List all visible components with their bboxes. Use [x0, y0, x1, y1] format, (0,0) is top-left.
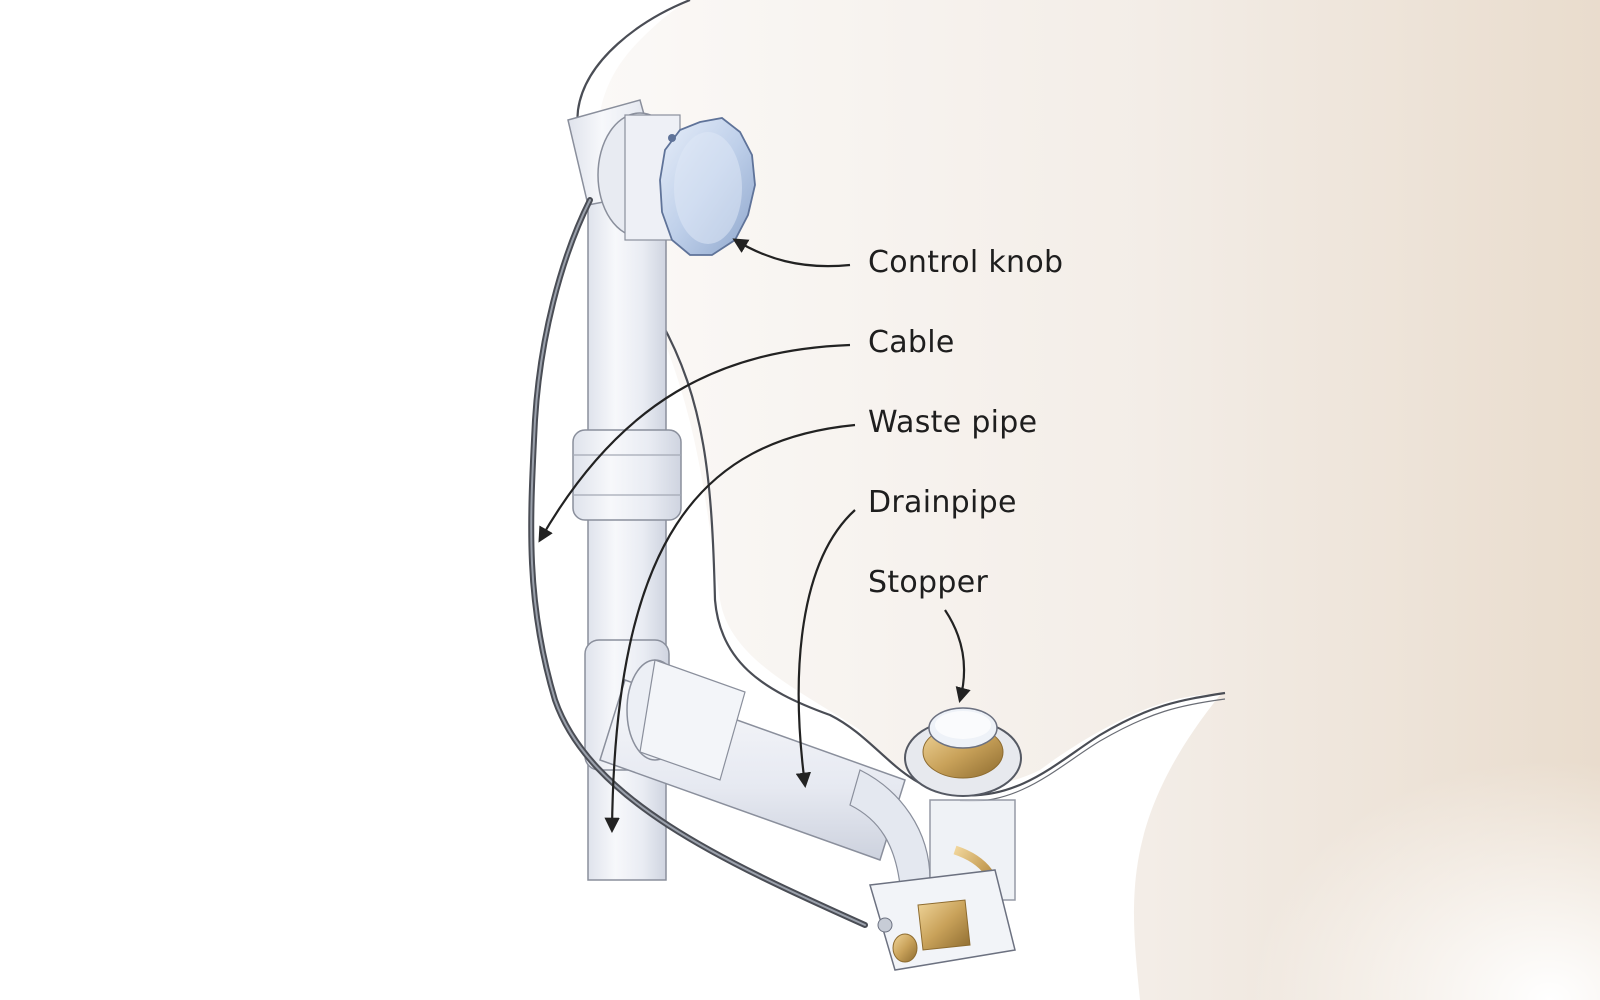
stopper [904, 707, 1022, 797]
control-knob-leader [732, 238, 851, 268]
stopper-label: Stopper [868, 565, 989, 600]
drainpipe-label: Drainpipe [868, 485, 1017, 520]
cable-label: Cable [868, 325, 955, 360]
drainpipe [599, 659, 931, 886]
stopper-leader [944, 609, 971, 703]
cable-leader [538, 343, 851, 543]
drainpipe-leader [795, 509, 856, 789]
waste-pipe-leader [604, 423, 856, 834]
control-knob [659, 117, 756, 256]
drain-shoe [869, 799, 1016, 971]
control-knob-label: Control knob [868, 245, 1064, 280]
waste-pipe-label: Waste pipe [868, 405, 1038, 440]
